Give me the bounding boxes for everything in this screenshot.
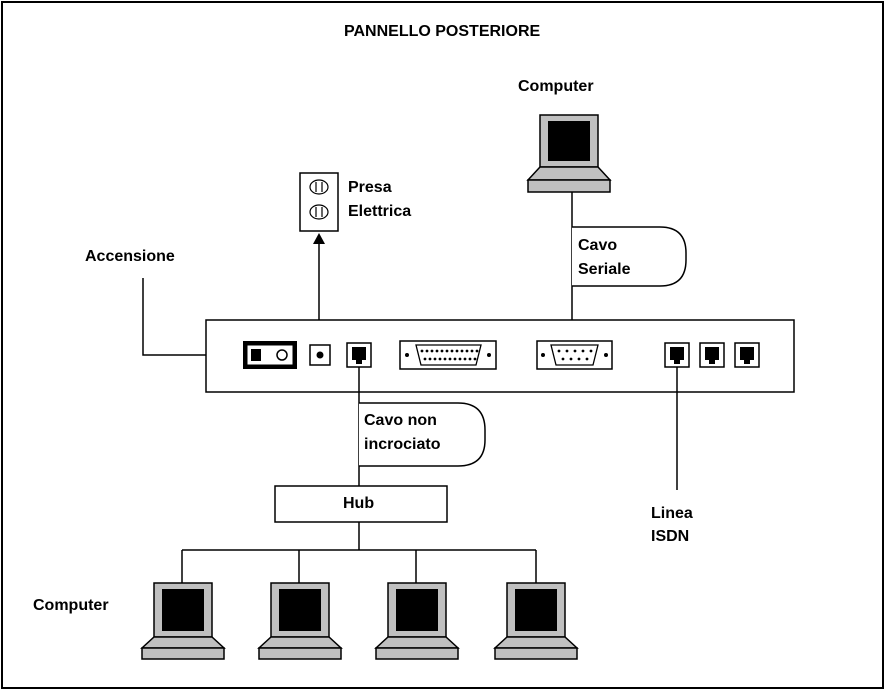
computer-icon <box>493 582 579 660</box>
computer-icon <box>257 582 343 660</box>
isdn-port-icon <box>699 342 725 368</box>
computer-icon <box>140 582 226 660</box>
back-panel <box>205 319 795 393</box>
computer-top-label: Computer <box>518 78 594 95</box>
arrow-up-icon <box>313 233 325 244</box>
presa-elettrica-label-line2: Elettrica <box>348 203 412 220</box>
diagram-title: PANNELLO POSTERIORE <box>344 23 541 40</box>
presa-elettrica-label-line1: Presa <box>348 179 392 196</box>
hub-label: Hub <box>343 495 375 512</box>
isdn-port-icon <box>664 342 690 368</box>
power-jack-icon <box>309 344 331 366</box>
linea-isdn-label-line2: ISDN <box>651 528 690 545</box>
cavo-non-incrociato-callout <box>359 402 486 467</box>
power-outlet-icon <box>299 172 339 232</box>
ethernet-port-icon <box>346 342 372 368</box>
cavo-seriale-label-line2: Seriale <box>578 261 631 278</box>
isdn-port-icon <box>734 342 760 368</box>
computer-top-icon <box>526 114 612 193</box>
computer-bottom-label: Computer <box>33 597 109 614</box>
cavo-seriale-callout <box>572 226 687 287</box>
db9-serial-port-icon <box>536 340 613 370</box>
cavo-non-incrociato-label-line1: Cavo non <box>364 412 437 429</box>
hub-box <box>274 485 448 523</box>
cavo-seriale-label-line1: Cavo <box>578 237 618 254</box>
linea-isdn-label-line1: Linea <box>651 505 693 522</box>
db25-port-icon <box>399 340 497 370</box>
cavo-non-incrociato-label-line2: incrociato <box>364 436 441 453</box>
power-switch-icon <box>243 341 297 369</box>
computer-icon <box>374 582 460 660</box>
accensione-label: Accensione <box>85 248 175 265</box>
